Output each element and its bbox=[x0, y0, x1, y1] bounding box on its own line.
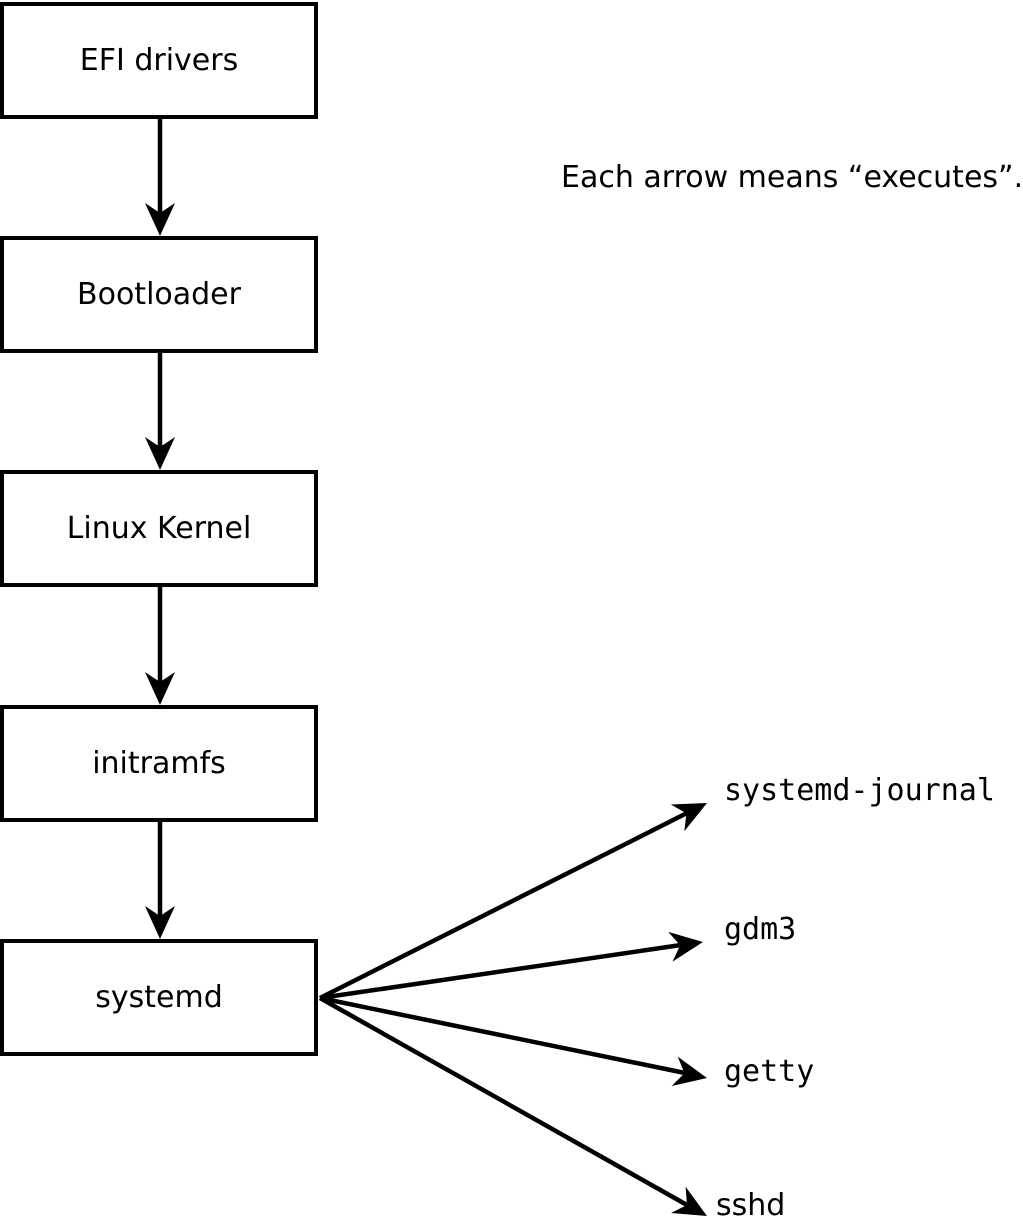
arrow-efi-drivers-to-bootloader-icon bbox=[145, 119, 175, 236]
node-bootloader: Bootloader bbox=[0, 236, 318, 353]
label-gdm3: gdm3 bbox=[724, 912, 797, 947]
label-sshd: sshd bbox=[716, 1188, 786, 1223]
node-label: Linux Kernel bbox=[66, 510, 252, 546]
node-label: EFI drivers bbox=[79, 42, 239, 78]
node-systemd: systemd bbox=[0, 939, 318, 1056]
node-label: initramfs bbox=[92, 745, 226, 781]
label-systemd-journal: systemd-journal bbox=[724, 773, 995, 808]
arrow-systemd-to-systemd-journal-icon bbox=[318, 803, 707, 1001]
arrow-systemd-to-sshd-icon bbox=[318, 996, 707, 1216]
node-label: systemd bbox=[95, 979, 223, 1015]
arrow-initramfs-to-systemd-icon bbox=[145, 822, 175, 939]
arrow-bootloader-to-linux-kernel-icon bbox=[145, 353, 175, 470]
label-getty: getty bbox=[724, 1054, 815, 1089]
node-initramfs: initramfs bbox=[0, 705, 318, 822]
arrow-linux-kernel-to-initramfs-icon bbox=[145, 587, 175, 705]
arrow-systemd-to-gdm3-icon bbox=[319, 931, 703, 1001]
node-label: Bootloader bbox=[77, 276, 241, 312]
node-linux-kernel: Linux Kernel bbox=[0, 470, 318, 587]
node-efi-drivers: EFI drivers bbox=[0, 2, 318, 119]
arrow-systemd-to-getty-icon bbox=[319, 995, 707, 1086]
arrow-meaning-note: Each arrow means “executes”. bbox=[561, 160, 1023, 195]
